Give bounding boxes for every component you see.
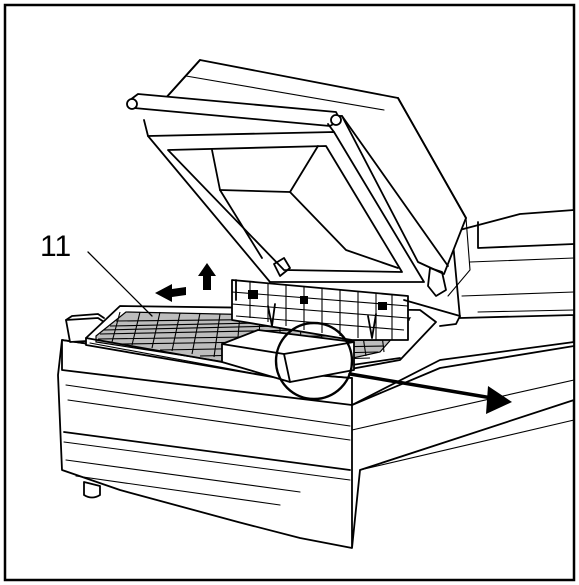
product-block [221,329,355,383]
callout-leader-line [87,251,153,317]
arrow-out-icon [348,372,512,414]
arrow-up-icon [198,263,216,290]
back-grid-panel [231,279,409,341]
hinge-support [403,299,461,327]
right-housing [451,209,575,319]
callout-label: 11 [40,230,71,263]
open-lid [126,59,471,297]
arrow-left-icon [155,284,186,302]
magnify-circle [274,321,354,401]
